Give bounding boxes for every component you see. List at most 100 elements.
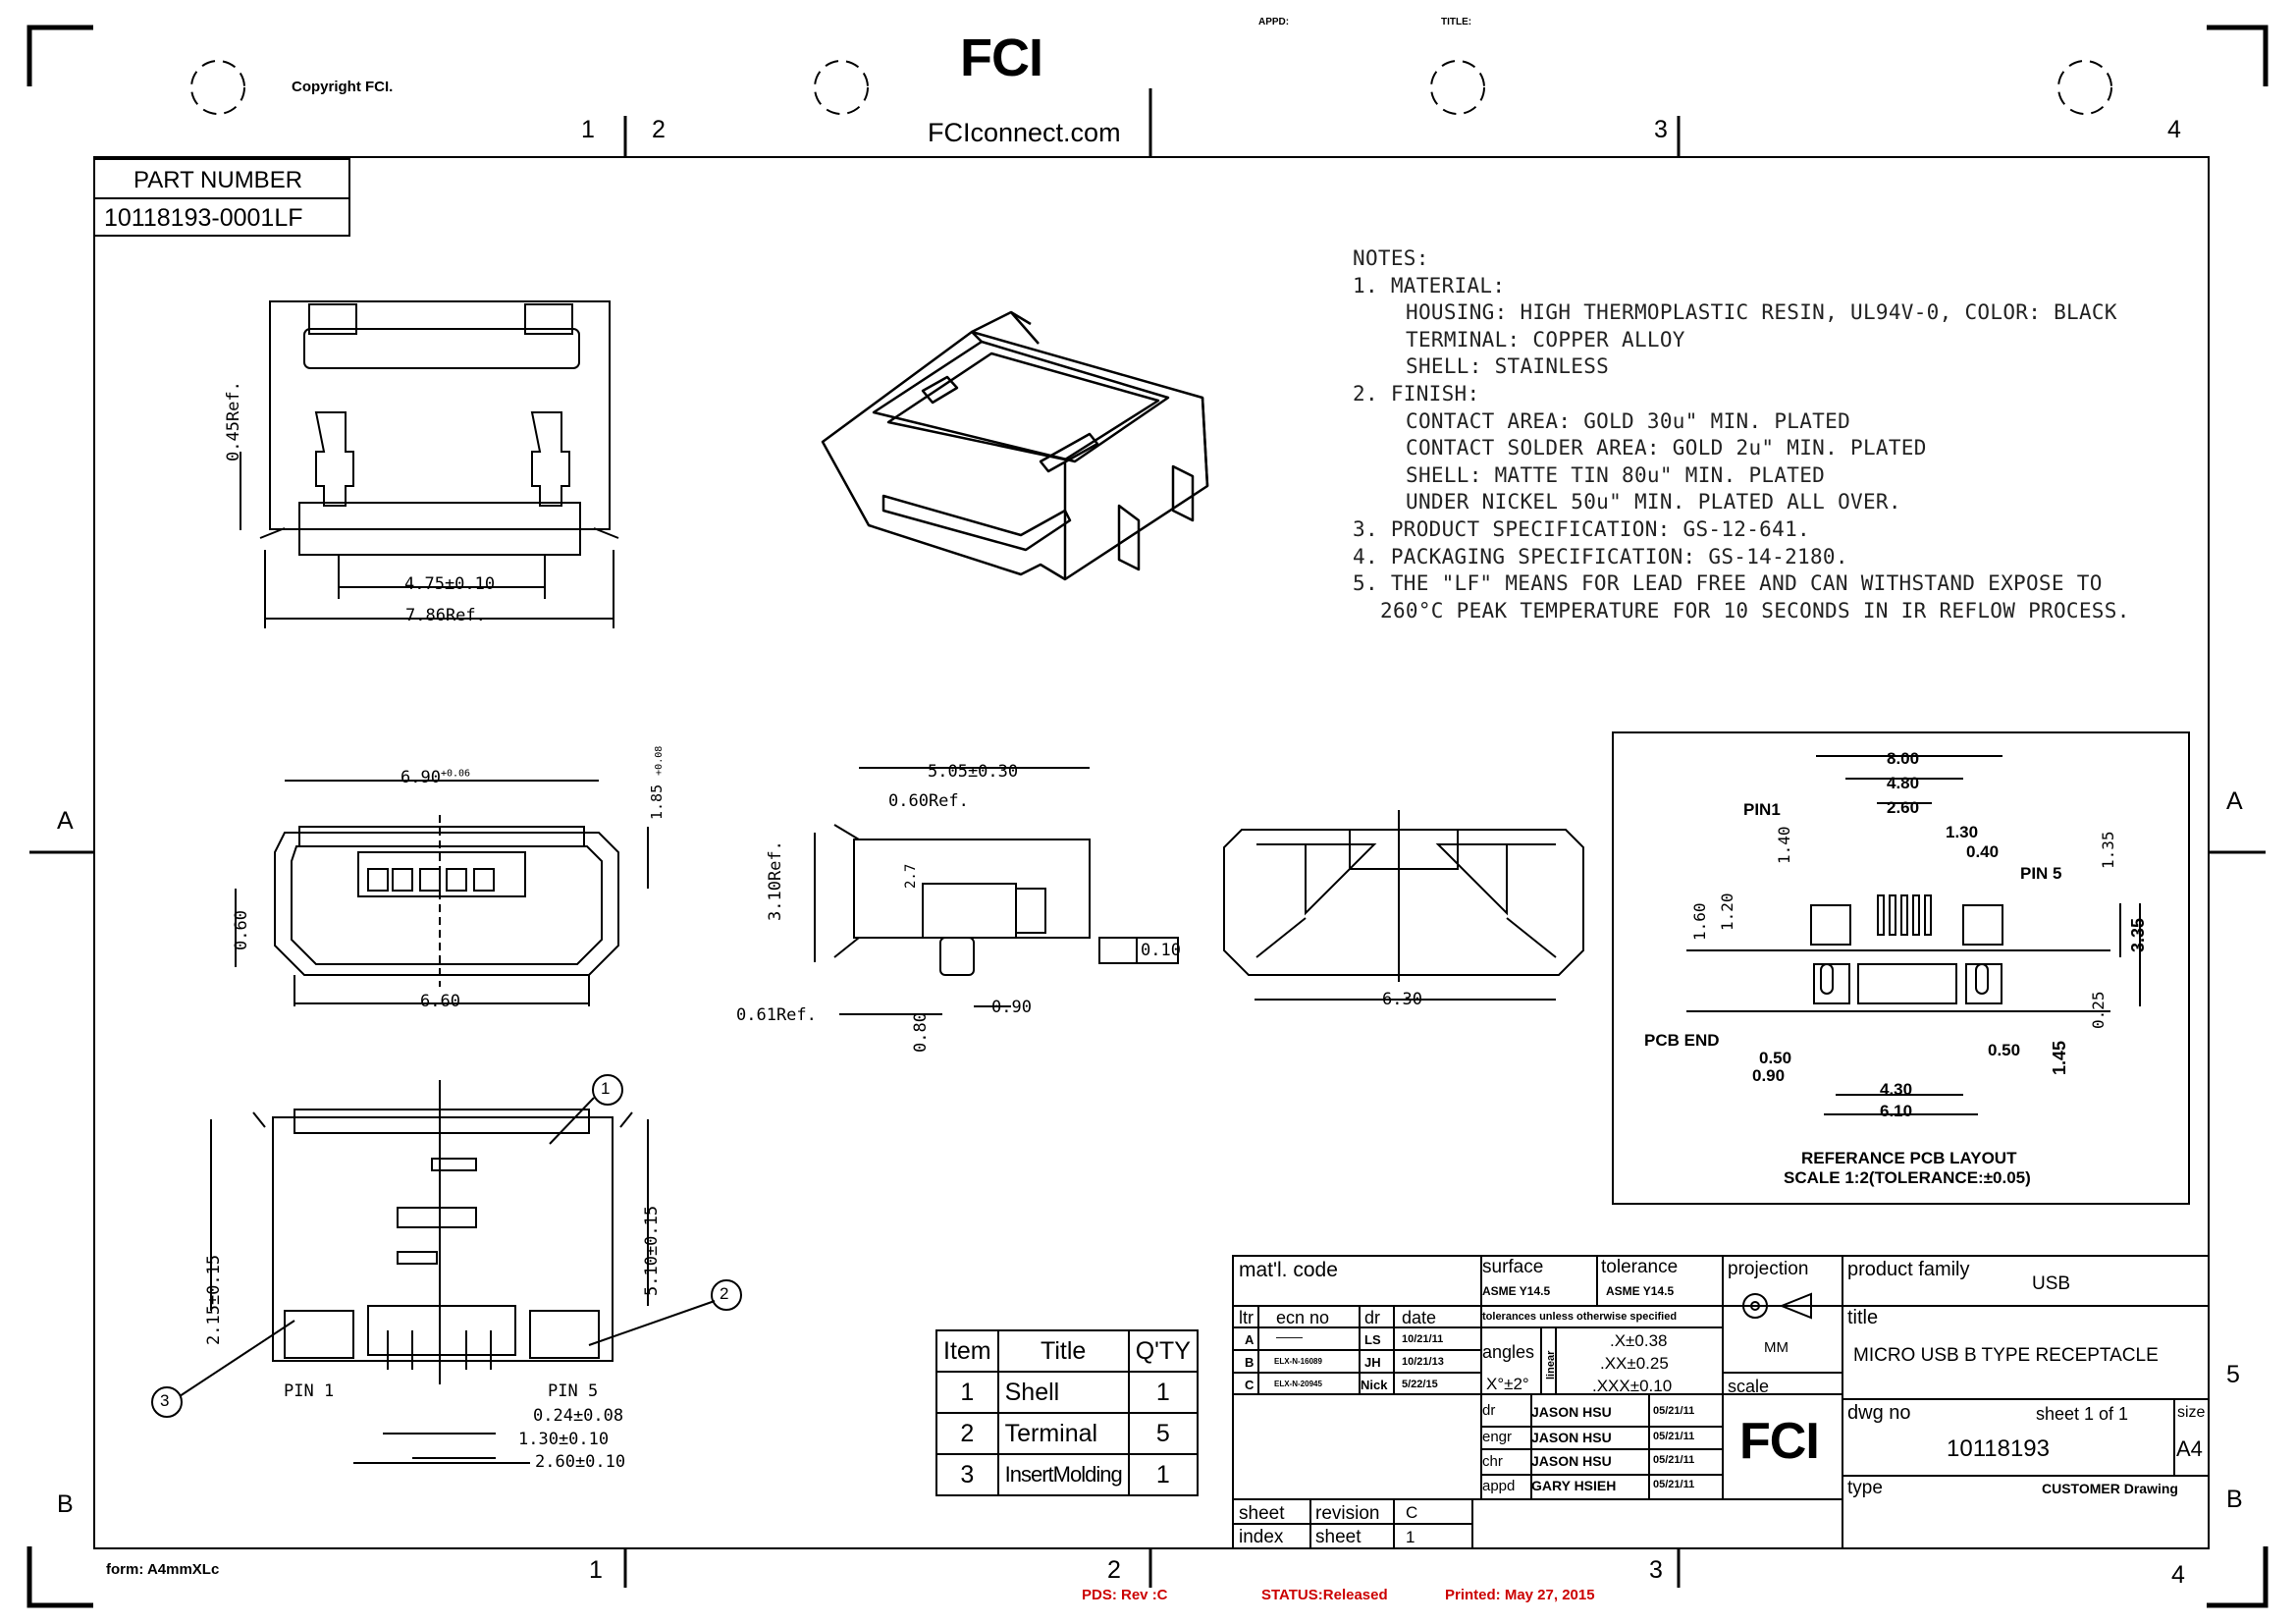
type-label: type	[1847, 1478, 1883, 1498]
note-line: 2. FINISH:	[1353, 381, 1480, 406]
dim-label: 0.60	[232, 910, 251, 950]
zone-top-3: 3	[1654, 116, 1668, 143]
side-view	[814, 767, 1179, 1015]
dim-label: 6.90+0.06	[400, 768, 471, 787]
dwg-no-label: dwg no	[1847, 1402, 1911, 1424]
dim-label: 4.75±0.10	[404, 574, 496, 594]
table-cell: 1	[1127, 1371, 1199, 1414]
pcb-pin1-label: PIN1	[1743, 800, 1781, 819]
surface-std: ASME Y14.5	[1482, 1284, 1551, 1298]
front-view	[235, 780, 649, 1006]
sheet-value: 1	[1406, 1528, 1415, 1546]
rev-cell: JH	[1364, 1355, 1381, 1370]
note-line: 260°C PEAK TEMPERATURE FOR 10 SECONDS IN…	[1380, 598, 2130, 623]
table-cell: InsertMolding	[996, 1453, 1130, 1496]
pcb-dim: 1.20	[1718, 893, 1736, 931]
note-line: SHELL: MATTE TIN 80u" MIN. PLATED	[1406, 462, 1826, 487]
pcb-dim: 0.40	[1966, 842, 2000, 861]
zone-left-b: B	[57, 1490, 74, 1518]
dim-label: 0.60Ref.	[888, 791, 969, 811]
printed-date: Printed: May 27, 2015	[1445, 1587, 1595, 1603]
dim-label: 6.30	[1382, 990, 1422, 1009]
signoff-name: JASON HSU	[1531, 1404, 1612, 1420]
sheet-index-label: sheet index	[1239, 1503, 1285, 1547]
dim-label: 0.10	[1141, 941, 1181, 960]
rev-header-ltr: ltr	[1239, 1308, 1254, 1327]
signoff-date: 05/21/11	[1653, 1431, 1695, 1442]
dim-label: 5.10±0.15	[642, 1205, 662, 1296]
signoff-role: appd	[1482, 1478, 1516, 1494]
rev-cell: LS	[1364, 1332, 1381, 1347]
note-line: 5. THE "LF" MEANS FOR LEAD FREE AND CAN …	[1353, 571, 2103, 596]
zone-right-b: B	[2226, 1486, 2243, 1513]
title-small-label: TITLE:	[1441, 17, 1472, 27]
revision-sheet-label: revision sheet	[1315, 1503, 1380, 1547]
pds-rev: PDS: Rev :C	[1082, 1587, 1168, 1603]
website-link[interactable]: FCIconnect.com	[928, 118, 1121, 147]
form-label: form: A4mmXLc	[106, 1561, 220, 1578]
bottom-view	[151, 1074, 742, 1464]
projection-label: projection	[1728, 1259, 1809, 1279]
registration-marks	[190, 60, 2112, 115]
part-number-label: PART NUMBER	[133, 167, 303, 193]
fci-logo: FCI	[960, 28, 1043, 87]
pcb-dim: 0.50	[1988, 1041, 2021, 1059]
size-label: size	[2177, 1404, 2206, 1421]
zone-top-1: 1	[581, 116, 595, 143]
table-row: 1 Shell 1	[935, 1371, 1199, 1414]
callout-3: 3	[160, 1391, 170, 1410]
surface-label: surface	[1482, 1257, 1544, 1277]
dim-label: 0.90	[991, 998, 1032, 1017]
zone-bottom-2: 2	[1107, 1556, 1121, 1584]
pcb-dim: 1.35	[2099, 831, 2117, 869]
tol-2: .XX±0.25	[1600, 1354, 1669, 1373]
dim-label: 0.45Ref.	[224, 381, 243, 461]
rev-cell: Nick	[1361, 1378, 1388, 1392]
note-line: 3. PRODUCT SPECIFICATION: GS-12-641.	[1353, 516, 1810, 541]
signoff-role: dr	[1482, 1402, 1496, 1419]
note-line: 1. MATERIAL:	[1353, 273, 1506, 298]
table-cell: 3	[935, 1453, 999, 1496]
pcb-dim: 8.00	[1887, 749, 1920, 768]
note-line: SHELL: STAINLESS	[1406, 354, 1610, 379]
signoff-date: 05/21/11	[1653, 1479, 1695, 1490]
title-block-grid	[1232, 1255, 2210, 1549]
table-cell: Shell	[996, 1371, 1130, 1414]
pcb-dim: 2.60	[1887, 798, 1920, 817]
dim-label: 2.60±0.10	[535, 1452, 626, 1472]
note-line: CONTACT SOLDER AREA: GOLD 2u" MIN. PLATE…	[1406, 436, 1927, 460]
title-label: title	[1847, 1307, 1879, 1328]
dim-label: 5.05±0.30	[928, 762, 1019, 782]
items-table: Item Title Q'TY 1 Shell 1 2 Terminal 5 3…	[935, 1329, 1199, 1496]
corner-marks	[27, 25, 2269, 1608]
tolerance-std: ASME Y14.5	[1606, 1284, 1675, 1298]
signoff-name: JASON HSU	[1531, 1453, 1612, 1469]
pcb-end-label: PCB END	[1644, 1031, 1720, 1050]
part-number-value: 10118193-0001LF	[104, 204, 303, 232]
dim-label: 6.60	[420, 992, 460, 1011]
revision-value: C	[1406, 1503, 1418, 1522]
note-line: HOUSING: HIGH THERMOPLASTIC RESIN, UL94V…	[1406, 300, 2117, 325]
status-text: STATUS:Released	[1261, 1587, 1388, 1603]
pcb-dim: 1.30	[1946, 823, 1979, 841]
dim-label: 0.80	[911, 1012, 931, 1053]
rev-header-date: date	[1402, 1308, 1437, 1327]
pin5-label: PIN 5	[548, 1381, 599, 1401]
rev-header-ecn: ecn no	[1276, 1308, 1330, 1327]
pin1-label: PIN 1	[284, 1381, 335, 1401]
pcb-dim: 0.90	[1752, 1066, 1786, 1085]
table-header: Title	[996, 1329, 1130, 1373]
pcb-pin5-label: PIN 5	[2020, 864, 2062, 883]
table-header-row: Item Title Q'TY	[935, 1329, 1199, 1373]
tol-1: .X±0.38	[1610, 1331, 1668, 1350]
table-cell: 1	[935, 1371, 999, 1414]
rev-cell: A	[1245, 1332, 1255, 1347]
product-family-label: product family	[1847, 1259, 1970, 1280]
zone-bottom-3: 3	[1649, 1556, 1663, 1584]
table-cell: 5	[1127, 1412, 1199, 1455]
dim-label: 2.7	[903, 863, 919, 889]
tol-note: tolerances unless otherwise specified	[1482, 1311, 1678, 1323]
dwg-no-value: 10118193	[1947, 1435, 2050, 1462]
copyright-text: Copyright FCI.	[292, 79, 394, 95]
